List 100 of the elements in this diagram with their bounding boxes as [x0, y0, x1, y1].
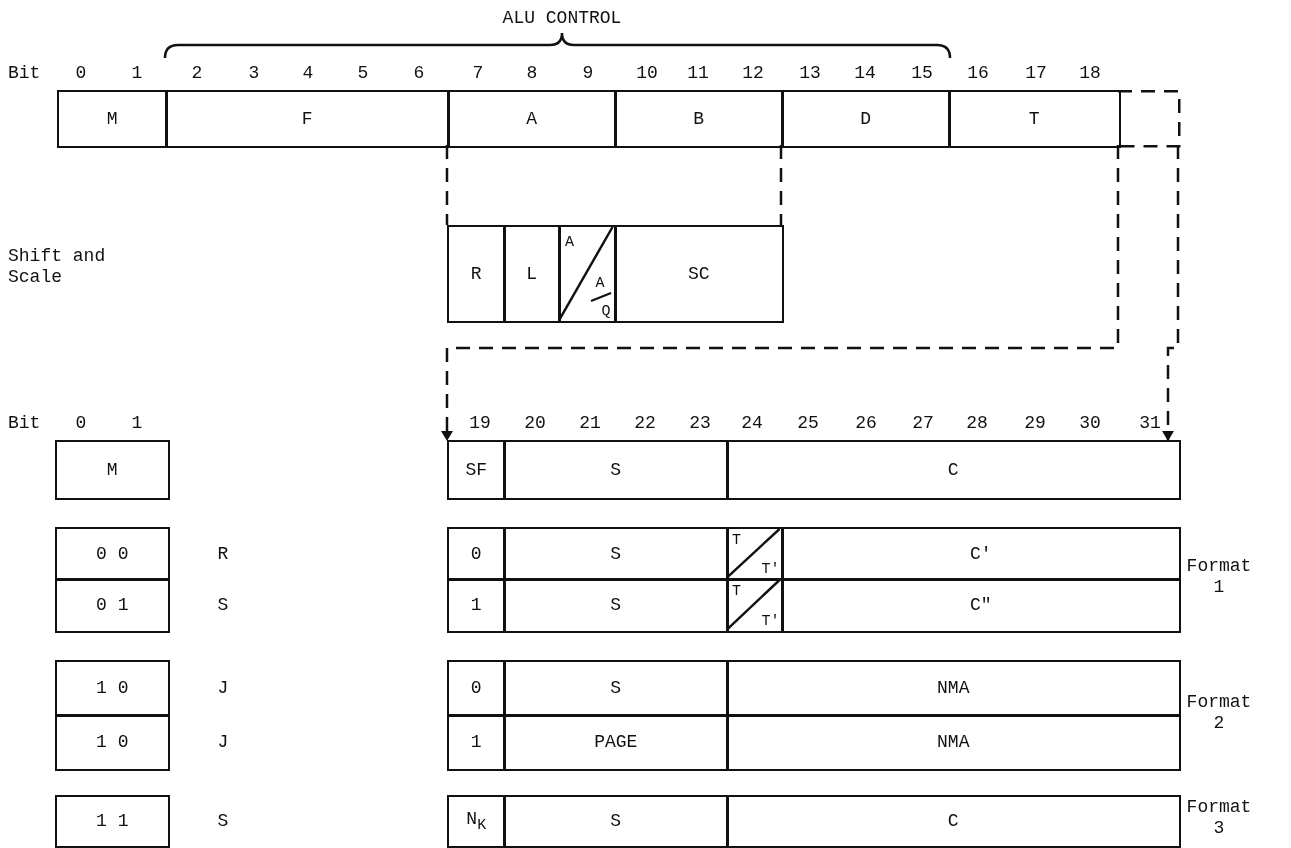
bit-field: [614, 225, 784, 323]
bit-field: [726, 660, 1181, 717]
bit-number: 9: [582, 63, 594, 84]
field-label: 1 0: [96, 733, 129, 752]
bit-number: 2: [191, 63, 203, 84]
bit-number: 7: [472, 63, 484, 84]
field-label: 0 1: [96, 596, 129, 615]
bit-number: 28: [966, 413, 988, 434]
annotation: Bit: [8, 63, 41, 84]
bit-field: [447, 225, 506, 323]
bit-number: 15: [911, 63, 933, 84]
bit-field: [503, 714, 729, 771]
bit-number: 25: [797, 413, 819, 434]
field-label: A: [595, 276, 605, 291]
field-label: C': [969, 544, 992, 563]
bit-field: [447, 440, 506, 500]
bit-number: 3: [248, 63, 260, 84]
field-label: T': [761, 561, 780, 577]
bit-field: [503, 527, 729, 581]
bit-number: 1: [131, 413, 143, 434]
bit-number: 20: [524, 413, 546, 434]
bit-number: 8: [526, 63, 538, 84]
field-label: C: [947, 812, 959, 831]
field-label: D: [860, 109, 872, 128]
bit-number: 16: [967, 63, 989, 84]
bit-field: [447, 527, 506, 581]
bit-number: 0: [75, 63, 87, 84]
field-label: S: [610, 596, 622, 615]
opcode-letter: J: [217, 733, 229, 752]
field-label: 1 0: [96, 679, 129, 698]
bit-field: [57, 90, 168, 148]
bit-number: 10: [636, 63, 658, 84]
field-label: S: [610, 812, 622, 831]
field-label: 1 1: [96, 812, 129, 831]
bit-number: 26: [855, 413, 877, 434]
opcode-letter: S: [217, 812, 229, 831]
bit-number: 23: [689, 413, 711, 434]
field-label: SC: [687, 264, 710, 283]
bit-number: 17: [1025, 63, 1047, 84]
field-label: R: [470, 264, 482, 283]
bit-field: [447, 714, 506, 771]
bit-field: [503, 225, 561, 323]
connector-line: [445, 145, 449, 225]
annotation: Format 2: [1185, 692, 1253, 734]
bit-number: 1: [131, 63, 143, 84]
bit-number: 24: [741, 413, 763, 434]
bit-field: [447, 578, 506, 633]
bit-number: 0: [75, 413, 87, 434]
bit-field: [726, 714, 1181, 771]
bit-number: 14: [854, 63, 876, 84]
field-label: F: [301, 109, 313, 128]
bit-number: 12: [742, 63, 764, 84]
field-label: N$_{K}$: [466, 809, 487, 833]
bit-number: 18: [1079, 63, 1101, 84]
bit-field: [781, 527, 1181, 581]
field-label: T: [1028, 109, 1040, 128]
bit-number: 22: [634, 413, 656, 434]
field-label: M: [106, 460, 118, 479]
bit-field: [165, 90, 450, 148]
field-label: L: [526, 264, 538, 283]
bit-field: [948, 90, 1121, 148]
field-label: T: [732, 584, 741, 599]
field-label: 0: [470, 544, 482, 563]
annotation: Shift and Scale: [8, 246, 107, 288]
field-label: NMA: [937, 733, 970, 752]
bit-number: 13: [799, 63, 821, 84]
connector-line: [779, 145, 783, 225]
field-label: T: [732, 533, 741, 548]
bit-field: [447, 795, 506, 848]
field-label: SF: [465, 460, 488, 479]
field-label: 0 0: [96, 544, 129, 563]
bit-field: [503, 440, 729, 500]
dashed-extension-box: [1118, 90, 1181, 148]
bit-field: [503, 578, 729, 633]
bit-field: [447, 90, 617, 148]
field-label: B: [693, 109, 705, 128]
field-label: S: [610, 679, 622, 698]
opcode-letter: J: [217, 679, 229, 698]
field-label: T': [761, 613, 780, 629]
field-label: PAGE: [594, 733, 638, 752]
field-label: 1: [470, 596, 482, 615]
bit-number: 4: [302, 63, 314, 84]
bit-field: [503, 660, 729, 717]
bit-field: [447, 660, 506, 717]
field-label: 1: [470, 733, 482, 752]
bit-field: [781, 90, 951, 148]
arrow: [1162, 145, 1180, 441]
bit-field: [726, 440, 1181, 500]
field-label: 0: [470, 679, 482, 698]
annotation: Format 1: [1185, 556, 1253, 598]
annotation: Bit: [8, 413, 41, 434]
bit-number: 21: [579, 413, 601, 434]
field-label: A: [565, 235, 574, 250]
field-label: A: [526, 109, 538, 128]
bit-field: [503, 795, 729, 848]
field-label: S: [610, 544, 622, 563]
bit-number: 5: [357, 63, 369, 84]
annotation: ALU CONTROL: [502, 8, 622, 29]
field-label: C: [947, 460, 959, 479]
field-label: Q: [601, 303, 611, 319]
